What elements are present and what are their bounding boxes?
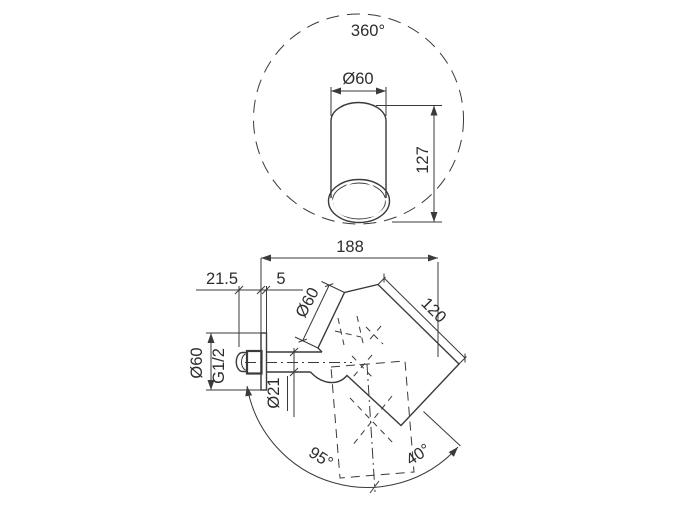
- arrowhead: [430, 105, 438, 116]
- arrowhead: [207, 380, 215, 390]
- label-plate-diameter: Ø60: [188, 347, 206, 378]
- dim-tick: [289, 367, 299, 377]
- arrowhead: [448, 447, 458, 457]
- dimension-line: [383, 277, 466, 359]
- phantom-centerline: [366, 363, 376, 493]
- phantom-fragment: [352, 354, 373, 378]
- arrowhead: [207, 333, 215, 343]
- arrowhead: [428, 254, 438, 262]
- extension-line: [294, 336, 319, 349]
- dim-tick: [298, 338, 308, 343]
- label-tilt-angle: 40°: [403, 440, 434, 469]
- spray-nozzles: [331, 180, 388, 218]
- dim-reach: [260, 254, 439, 357]
- extension-line: [321, 281, 345, 293]
- label-total-height: 127: [414, 146, 432, 174]
- swivel-arc: [245, 385, 461, 494]
- spray-nozzle: [331, 195, 360, 218]
- arrowhead: [261, 254, 271, 262]
- head-phantom-position: [330, 315, 415, 493]
- dim-plate-diameter: [206, 332, 266, 391]
- label-plate-thickness: 5: [276, 270, 285, 288]
- label-concealed-depth: 21.5: [206, 270, 238, 288]
- dim-head-diameter-top: [330, 87, 387, 116]
- phantom-fragment: [334, 330, 362, 338]
- arrowhead: [376, 87, 386, 95]
- dim-total-height: [376, 105, 442, 223]
- spray-face-outer-ellipse: [327, 178, 391, 224]
- rotation-360-dashed-circle: [253, 13, 464, 225]
- dim-tick: [256, 285, 266, 295]
- radius-line: [423, 411, 461, 447]
- phantom-fragment: [366, 325, 382, 344]
- angle-arc: [246, 385, 459, 488]
- side-view: 188 21.5 5 Ø60 G1/2 Ø21 Ø60 120 95° 40°: [188, 238, 467, 494]
- arrowhead: [430, 212, 438, 222]
- thread-tail: [235, 351, 247, 373]
- phantom-fragment: [351, 355, 374, 379]
- thread-tail-arc: [241, 353, 246, 371]
- spray-nozzle: [344, 180, 375, 199]
- dim-concealed-depth-and-plate: [196, 285, 303, 347]
- top-view-labels: 360° Ø60 127: [342, 22, 432, 174]
- arrowhead: [245, 386, 253, 397]
- phantom-fragment: [365, 326, 384, 345]
- label-rotation-360: 360°: [351, 22, 385, 40]
- dim-arm-diameter: [287, 347, 299, 417]
- label-swivel-angle: 95°: [305, 443, 336, 472]
- phantom-fragment: [337, 317, 345, 346]
- head-cylinder-body: [330, 101, 387, 198]
- phantom-head-outline: [330, 360, 415, 479]
- label-head-length: 120: [417, 294, 449, 326]
- dim-head-length: [377, 273, 467, 365]
- label-arm-diameter: Ø21: [265, 377, 283, 408]
- spray-nozzle: [359, 195, 388, 218]
- label-thread: G1/2: [210, 348, 228, 384]
- head-solid-position: [309, 283, 460, 427]
- label-head-diameter-top: Ø60: [342, 70, 373, 88]
- dimension-line: [302, 284, 330, 341]
- label-reach: 188: [336, 238, 364, 256]
- dim-tick: [289, 347, 299, 357]
- dim-tick: [324, 283, 334, 288]
- dim-head-diameter-side: [294, 281, 345, 349]
- arrowhead: [331, 87, 341, 95]
- phantom-fragment: [356, 315, 364, 344]
- phantom-cross-line: [351, 395, 393, 447]
- dim-tick: [369, 480, 380, 494]
- top-view: 360° Ø60 127: [253, 13, 464, 225]
- side-view-labels: 188 21.5 5 Ø60 G1/2 Ø21 Ø60 120 95° 40°: [188, 238, 450, 472]
